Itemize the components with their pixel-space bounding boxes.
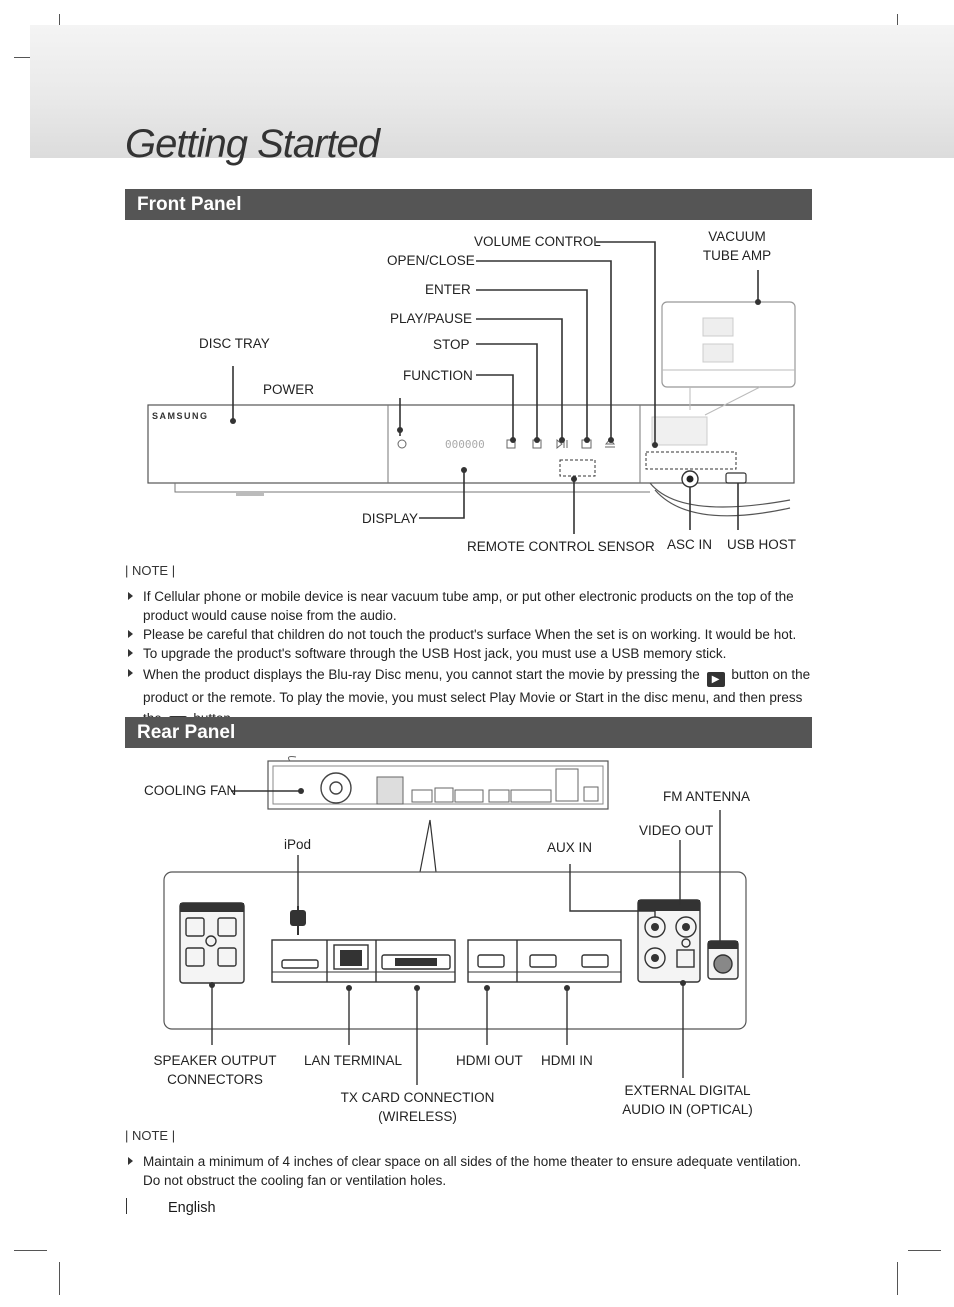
label-fm-antenna: FM ANTENNA bbox=[663, 789, 751, 804]
note-item: Maintain a minimum of 4 inches of clear … bbox=[128, 1152, 815, 1190]
label-audio-in-optical: AUDIO IN (OPTICAL) bbox=[622, 1102, 753, 1117]
label-volume-control: VOLUME CONTROL bbox=[474, 234, 601, 249]
label-disc-tray: DISC TRAY bbox=[199, 336, 270, 351]
note-item: To upgrade the product's software throug… bbox=[128, 644, 815, 663]
crop-mark bbox=[14, 1250, 47, 1251]
page-title: Getting Started bbox=[125, 122, 380, 166]
note-item: Please be careful that children do not t… bbox=[128, 625, 815, 644]
label-power: POWER bbox=[263, 382, 315, 397]
label-hdmi-out: HDMI OUT bbox=[456, 1053, 523, 1068]
label-asc-in: ASC IN bbox=[667, 537, 713, 552]
label-speaker-connectors: CONNECTORS bbox=[167, 1072, 263, 1087]
label-vacuum: VACUUM bbox=[708, 229, 766, 244]
label-usb-host: USB HOST bbox=[727, 537, 797, 552]
label-display: DISPLAY bbox=[362, 511, 419, 526]
crop-mark bbox=[908, 1250, 941, 1251]
label-ipod: iPod bbox=[284, 837, 312, 852]
footer-divider bbox=[126, 1198, 127, 1214]
header-band bbox=[30, 25, 954, 158]
display-readout: 000000 bbox=[445, 438, 485, 451]
note-label-rear: | NOTE | bbox=[125, 1128, 176, 1143]
label-lan-terminal: LAN TERMINAL bbox=[304, 1053, 403, 1068]
label-hdmi-in: HDMI IN bbox=[541, 1053, 593, 1068]
label-external-digital: EXTERNAL DIGITAL bbox=[624, 1083, 751, 1098]
note-label-front: | NOTE | bbox=[125, 563, 176, 578]
play-key-icon: ▶ bbox=[706, 672, 725, 687]
footer-language: English bbox=[168, 1200, 216, 1216]
label-speaker-output: SPEAKER OUTPUT bbox=[153, 1053, 277, 1068]
label-aux-in: AUX IN bbox=[547, 840, 593, 855]
note-item: If Cellular phone or mobile device is ne… bbox=[128, 587, 815, 625]
label-video-out: VIDEO OUT bbox=[639, 823, 714, 838]
label-open-close: OPEN/CLOSE bbox=[387, 253, 475, 268]
label-enter: ENTER bbox=[425, 282, 471, 297]
label-wireless: (WIRELESS) bbox=[378, 1109, 457, 1124]
brand-logo: SAMSUNG bbox=[152, 411, 209, 421]
crop-mark bbox=[897, 1262, 898, 1295]
crop-mark bbox=[59, 1262, 60, 1295]
label-remote-sensor: REMOTE CONTROL SENSOR bbox=[467, 539, 655, 554]
label-tube-amp: TUBE AMP bbox=[702, 248, 772, 263]
label-cooling-fan: COOLING FAN bbox=[144, 783, 237, 798]
label-play-pause: PLAY/PAUSE bbox=[390, 311, 473, 326]
label-tx-card: TX CARD CONNECTION bbox=[340, 1090, 495, 1105]
front-panel-heading: Front Panel bbox=[125, 189, 812, 220]
label-function: FUNCTION bbox=[403, 368, 473, 383]
label-stop: STOP bbox=[433, 337, 470, 352]
rear-panel-heading: Rear Panel bbox=[125, 717, 812, 748]
